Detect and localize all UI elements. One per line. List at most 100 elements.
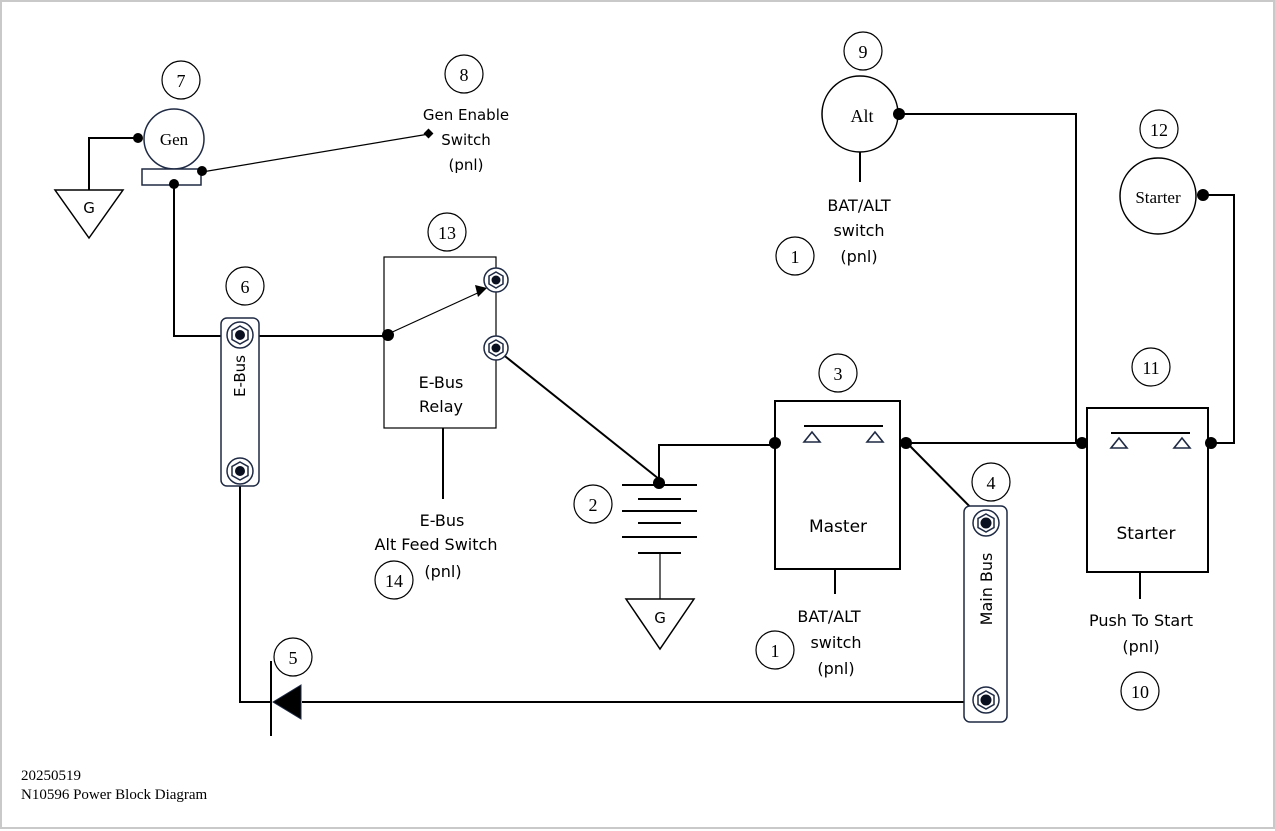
bat-alt-label-1: BAT/ALT bbox=[827, 196, 891, 215]
ref-badge-1-text: 1 bbox=[771, 641, 780, 661]
generator-label: Gen bbox=[160, 130, 189, 149]
starter-relay-input-terminal bbox=[1076, 437, 1088, 449]
battery: 2 G bbox=[573, 477, 697, 651]
generator-ground-terminal bbox=[133, 133, 143, 143]
stud-icon bbox=[972, 686, 1000, 714]
ref-badge-5-text: 5 bbox=[289, 648, 298, 668]
master-box bbox=[774, 400, 901, 570]
gen-enable-label-2: Switch bbox=[441, 131, 491, 149]
ground-symbol-gen: G bbox=[53, 189, 125, 240]
starter-motor: 12 Starter bbox=[1119, 109, 1209, 235]
generator: Gen 7 bbox=[133, 60, 207, 189]
push-to-start-label-2: (pnl) bbox=[1122, 637, 1159, 656]
ref-badge-7 bbox=[161, 60, 201, 100]
ref-badge-1-text: 1 bbox=[791, 247, 800, 267]
gen-enable-label-3: (pnl) bbox=[449, 156, 484, 174]
diode-triangle-icon bbox=[272, 684, 302, 720]
master-output-terminal bbox=[900, 437, 912, 449]
e-bus-alt-feed-switch: E-Bus Alt Feed Switch (pnl) 14 bbox=[374, 511, 498, 600]
bat-alt-label-1: BAT/ALT bbox=[797, 607, 861, 626]
e-bus: 6 E-Bus bbox=[220, 266, 265, 487]
push-to-start-switch: Push To Start (pnl) 10 bbox=[1089, 611, 1193, 711]
stud-icon bbox=[483, 267, 509, 293]
starter-relay-label: Starter bbox=[1117, 524, 1176, 544]
ground-icon bbox=[624, 598, 696, 651]
main-bus-bar bbox=[963, 505, 1008, 723]
bat-alt-label-3: (pnl) bbox=[840, 247, 877, 266]
wire-gen-to-ground bbox=[88, 137, 138, 190]
ref-badge-13-text: 13 bbox=[438, 223, 456, 243]
relay-arm bbox=[387, 290, 483, 335]
ref-badge-2-text: 2 bbox=[589, 495, 598, 515]
main-bus-label: Main Bus bbox=[977, 553, 996, 626]
wire-starter-motor-to-relay bbox=[1204, 194, 1235, 444]
diagram-date: 20250519 bbox=[21, 768, 81, 784]
ref-badge-9-text: 9 bbox=[859, 42, 868, 62]
gen-enable-switch: 8 Gen Enable Switch (pnl) bbox=[423, 54, 509, 174]
alternator-output-terminal bbox=[893, 108, 905, 120]
bat-alt-switch-alt: BAT/ALT switch (pnl) 1 bbox=[775, 196, 891, 276]
ref-badge-12 bbox=[1139, 109, 1179, 149]
ref-badge-6-text: 6 bbox=[241, 277, 250, 297]
wires bbox=[88, 113, 1235, 703]
battery-terminal bbox=[653, 477, 665, 489]
contact-icon bbox=[1172, 436, 1192, 449]
contact-icon bbox=[802, 430, 822, 443]
master-label: Master bbox=[809, 517, 867, 537]
ref-badge-10 bbox=[1120, 671, 1160, 711]
bat-alt-label-3: (pnl) bbox=[817, 659, 854, 678]
ref-badge-14-text: 14 bbox=[385, 571, 403, 591]
ref-badge-8 bbox=[444, 54, 484, 94]
alt-feed-label-1: E-Bus bbox=[420, 511, 465, 530]
ref-badge-10-text: 10 bbox=[1131, 682, 1149, 702]
stud-icon bbox=[972, 509, 1000, 537]
e-bus-relay: 13 E-Bus Relay bbox=[382, 212, 509, 429]
ref-badge-13 bbox=[427, 212, 467, 252]
ref-badge-8-text: 8 bbox=[460, 65, 469, 85]
ref-badge-5 bbox=[273, 637, 313, 677]
e-bus-label: E-Bus bbox=[231, 355, 249, 397]
ground-label: G bbox=[83, 199, 95, 217]
starter-motor-terminal bbox=[1197, 189, 1209, 201]
master-input-terminal bbox=[769, 437, 781, 449]
ref-badge-1 bbox=[775, 236, 815, 276]
ref-badge-12-text: 12 bbox=[1150, 120, 1168, 140]
starter-motor-symbol bbox=[1119, 157, 1197, 235]
stud-icon bbox=[483, 335, 509, 361]
e-bus-relay-label-1: E-Bus bbox=[419, 373, 464, 392]
switch-contact-icon bbox=[423, 128, 434, 139]
stud-icon bbox=[226, 321, 254, 349]
wire-gen-to-ebus-relay bbox=[173, 184, 388, 337]
bat-alt-label-2: switch bbox=[810, 633, 861, 652]
ref-badge-6 bbox=[225, 266, 265, 306]
ground-label: G bbox=[654, 609, 666, 627]
ref-badge-4-text: 4 bbox=[987, 473, 996, 493]
stud-icon bbox=[226, 457, 254, 485]
e-bus-relay-box bbox=[383, 256, 497, 429]
contact-icon bbox=[1109, 436, 1129, 449]
main-bus: 4 Main Bus bbox=[963, 462, 1011, 723]
bat-alt-label-2: switch bbox=[833, 221, 884, 240]
push-to-start-label-1: Push To Start bbox=[1089, 611, 1193, 630]
e-bus-bar bbox=[220, 317, 260, 487]
master-contactor: 3 Master bbox=[769, 353, 912, 570]
wire-battery-to-master bbox=[658, 444, 775, 479]
starter-relay: 11 Starter bbox=[1076, 347, 1217, 573]
ref-badge-3 bbox=[818, 353, 858, 393]
alt-feed-label-3: (pnl) bbox=[424, 562, 461, 581]
wire-gen-enable bbox=[201, 133, 430, 173]
starter-motor-label: Starter bbox=[1135, 188, 1181, 207]
ref-badge-1 bbox=[755, 630, 795, 670]
battery-icon bbox=[622, 484, 697, 554]
generator-field-terminal bbox=[197, 166, 207, 176]
ref-badge-4 bbox=[971, 462, 1011, 502]
alternator: 9 Alt bbox=[821, 31, 905, 153]
ref-badge-7-text: 7 bbox=[177, 71, 186, 91]
wire-alt-to-starter-relay bbox=[899, 113, 1081, 444]
e-bus-relay-label-2: Relay bbox=[419, 397, 463, 416]
arrow-head-icon bbox=[475, 285, 487, 297]
ref-badge-2 bbox=[573, 484, 613, 524]
diagram-title: N10596 Power Block Diagram bbox=[21, 787, 208, 803]
alt-feed-label-2: Alt Feed Switch bbox=[375, 535, 498, 554]
